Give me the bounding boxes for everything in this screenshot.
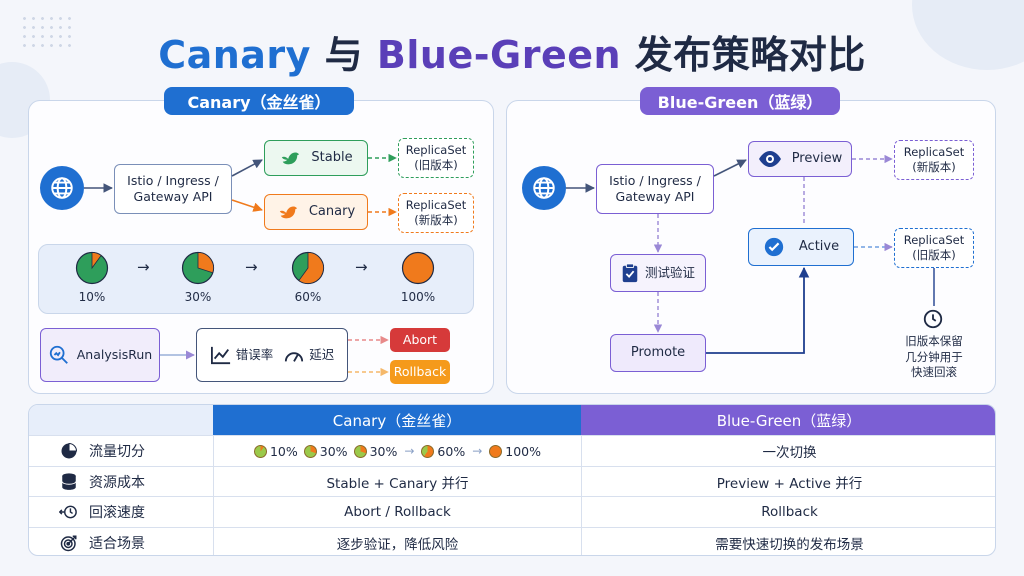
globe-icon	[533, 177, 555, 199]
promote-node: Promote	[610, 334, 706, 372]
traffic-step-label: 30%	[184, 290, 212, 304]
bluegreen-tag: Blue-Green（蓝绿）	[640, 87, 840, 115]
bird-icon	[282, 152, 300, 165]
bird-icon	[279, 206, 297, 219]
table-row-label: 流量切分	[29, 436, 213, 466]
table-cell-bluegreen: 需要快速切换的发布场景	[581, 527, 995, 555]
rewind-clock-icon	[59, 502, 79, 522]
split-item: 10%	[253, 444, 298, 459]
traffic-step-label: 10%	[78, 290, 106, 304]
mini-pie-icon	[421, 444, 435, 458]
eye-icon	[758, 151, 781, 167]
abort-node: Abort	[390, 328, 450, 352]
analysis-run-node: AnalysisRun	[40, 328, 160, 382]
canary-router: Istio / Ingress / Gateway API	[114, 164, 232, 214]
table-cell-bluegreen: Preview + Active 并行	[581, 466, 995, 497]
globe-icon	[51, 177, 73, 199]
pie-canary-slice	[197, 252, 214, 274]
split-item: 30%	[353, 444, 397, 459]
check-circle-icon	[764, 237, 784, 257]
pie-canary-slice	[298, 252, 324, 284]
rollback-note: 旧版本保留 几分钟用于 快速回滚	[905, 334, 963, 380]
traffic-step-2	[181, 251, 215, 285]
canary-replicaset-old: ReplicaSet (旧版本)	[398, 138, 474, 178]
pie-base	[401, 251, 435, 285]
row-label-text: 适合场景	[89, 535, 145, 552]
bluegreen-replicaset-new: ReplicaSet (新版本)	[894, 140, 974, 180]
clipboard-check-icon	[622, 263, 638, 283]
pie-icon	[59, 441, 79, 461]
speedometer-icon	[285, 352, 304, 362]
step-arrow-icon: →	[137, 258, 150, 276]
line-chart-icon	[210, 346, 230, 365]
mini-pie-icon	[303, 444, 317, 458]
target-icon	[59, 533, 79, 553]
canary-node: Canary	[264, 194, 368, 230]
mini-pie-icon	[353, 444, 367, 458]
bluegreen-replicaset-old: ReplicaSet (旧版本)	[894, 228, 974, 268]
table-cell-canary: Abort / Rollback	[213, 497, 581, 527]
active-node: Active	[748, 228, 854, 266]
traffic-step-3	[291, 251, 325, 285]
stable-node: Stable	[264, 140, 368, 176]
table-row-label: 适合场景	[29, 528, 213, 556]
canary-traffic-source	[40, 166, 84, 210]
rollback-node: Rollback	[390, 360, 450, 384]
table-cell-canary: 10% 30% 30% → 60% → 100%	[213, 436, 581, 466]
test-verify-node: 测试验证	[610, 254, 706, 292]
table-row: 流量切分 10% 30% 30% → 60% → 100% 一次切换	[29, 435, 995, 466]
bluegreen-router: Istio / Ingress / Gateway API	[596, 164, 714, 214]
magnifier-chart-icon	[49, 345, 68, 364]
table-header-bluegreen: Blue-Green（蓝绿）	[581, 405, 995, 435]
decorative-dots	[20, 14, 72, 50]
traffic-step-label: 60%	[294, 290, 322, 304]
table-cell-canary: 逐步验证，降低风险	[213, 527, 581, 555]
comparison-table: Canary（金丝雀） Blue-Green（蓝绿） 流量切分 10% 30% 30%…	[28, 404, 996, 556]
mini-pie-icon	[489, 444, 503, 458]
canary-progress-strip	[38, 244, 474, 314]
preview-node: Preview	[748, 141, 852, 177]
row-label-text: 回滚速度	[89, 505, 145, 521]
mini-pie-icon	[253, 444, 267, 458]
step-arrow-icon: →	[245, 258, 258, 276]
canary-replicaset-new: ReplicaSet (新版本)	[398, 193, 474, 233]
step-arrow-icon: →	[355, 258, 368, 276]
traffic-step-1	[75, 251, 109, 285]
split-item: 60%	[421, 444, 465, 459]
traffic-step-label: 100%	[400, 290, 436, 304]
table-row-label: 资源成本	[29, 467, 213, 497]
split-arrow-icon: →	[404, 444, 415, 458]
split-item: 30%	[303, 444, 348, 459]
table-row-label: 回滚速度	[29, 497, 213, 527]
table-row: 适合场景 逐步验证，降低风险需要快速切换的发布场景	[29, 526, 995, 556]
row-label-text: 流量切分	[89, 444, 145, 460]
page-title: Canary 与 Blue-Green 发布策略对比	[158, 33, 866, 77]
metrics-node: 错误率 延迟	[196, 328, 348, 382]
table-cell-bluegreen: Rollback	[581, 497, 995, 527]
split-arrow-icon: →	[472, 444, 483, 458]
database-icon	[59, 472, 79, 492]
split-item: 100%	[489, 444, 541, 459]
bluegreen-traffic-source	[522, 166, 566, 210]
pie-canary-slice	[91, 252, 102, 270]
row-label-text: 资源成本	[89, 474, 145, 491]
table-header-blank	[29, 405, 213, 435]
traffic-step-4	[401, 251, 435, 285]
clock-icon	[922, 308, 944, 334]
table-cell-bluegreen: 一次切换	[581, 436, 995, 466]
table-header-canary: Canary（金丝雀）	[213, 405, 581, 435]
canary-tag: Canary（金丝雀）	[164, 87, 354, 115]
table-cell-canary: Stable + Canary 并行	[213, 466, 581, 497]
